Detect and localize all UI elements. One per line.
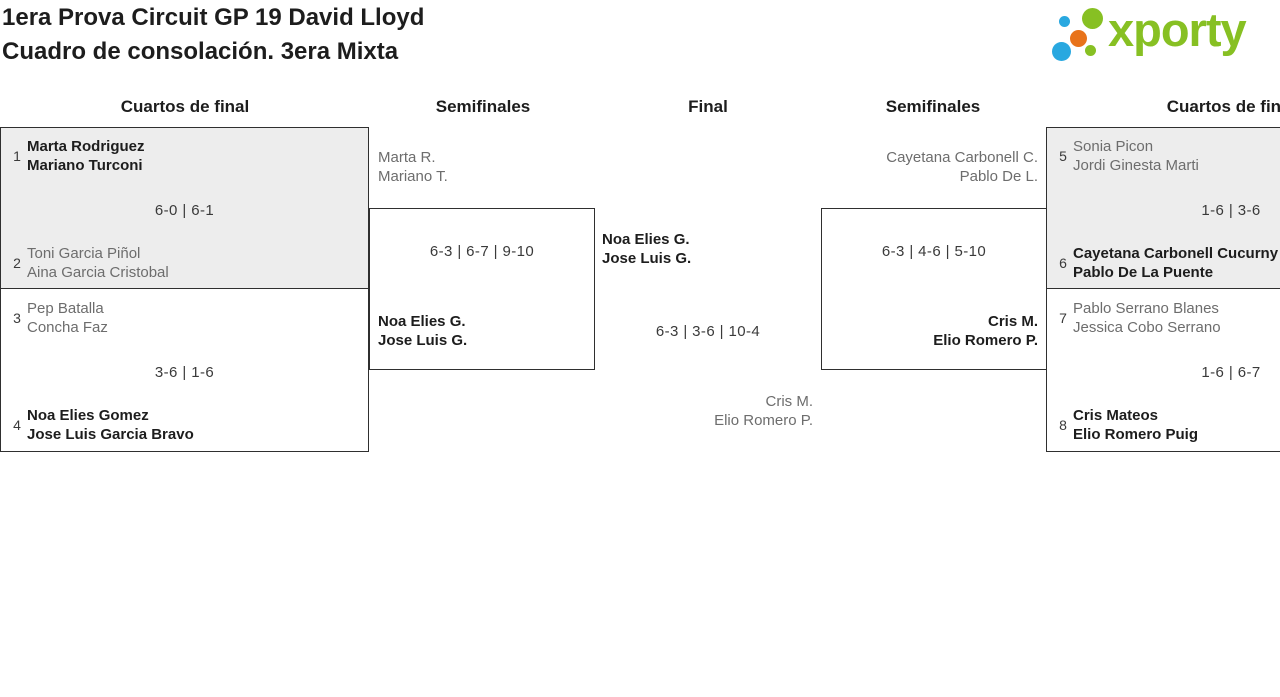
- column-header-final: Final: [688, 97, 728, 116]
- player-name: Mariano Turconi: [27, 157, 143, 174]
- seed-number: 6: [1059, 255, 1067, 271]
- team-names: Noa Elies Gomez Jose Luis Garcia Bravo: [27, 406, 194, 444]
- seed-number: 5: [1059, 148, 1067, 164]
- match-box-sf1: 6-3 | 6-7 | 9-10 Noa Elies G. Jose Luis …: [369, 208, 595, 370]
- column-header-quarters-right: Cuartos de final: [1166, 97, 1280, 116]
- player-name: Jose Luis G.: [602, 250, 692, 267]
- logo-dot-icon: [1052, 42, 1071, 61]
- player-name: Cayetana Carbonell Cucurny: [1073, 245, 1279, 262]
- team-names: Cris M. Elio Romero P.: [714, 392, 813, 430]
- tournament-name: 1era Prova Circuit GP 19 David Lloyd: [2, 4, 425, 31]
- player-name: Cris M.: [987, 313, 1038, 330]
- page-title: 1era Prova Circuit GP 19 David Lloyd Cua…: [2, 1, 424, 69]
- xporty-logo[interactable]: xporty: [1046, 0, 1280, 70]
- draw-name: Cuadro de consolación. 3era Mixta: [2, 38, 399, 65]
- match-score: 6-3 | 6-7 | 9-10: [429, 243, 535, 260]
- match-box-qf3: 5 Sonia Picon Jordi Ginesta Marti 1-6 | …: [1046, 127, 1280, 289]
- player-name: Pep Batalla: [27, 300, 104, 317]
- logo-dot-icon: [1082, 8, 1103, 29]
- player-name: Jessica Cobo Serrano: [1073, 319, 1221, 336]
- logo-dot-icon: [1085, 45, 1096, 56]
- player-name: Cris Mateos: [1073, 407, 1159, 424]
- final-top-team: Noa Elies G. Jose Luis G.: [602, 230, 691, 268]
- team-names: Toni Garcia Piñol Aina Garcia Cristobal: [27, 244, 169, 282]
- player-name: Pablo De L.: [959, 168, 1038, 185]
- seed-number: 2: [13, 255, 21, 271]
- match-box-sf2: 6-3 | 4-6 | 5-10 Cris M. Elio Romero P.: [821, 208, 1047, 370]
- player-name: Jose Luis G.: [378, 332, 468, 349]
- team-names: Marta R. Mariano T.: [378, 148, 448, 186]
- logo-dot-icon: [1059, 16, 1070, 27]
- player-name: Sonia Picon: [1073, 138, 1154, 155]
- player-name: Aina Garcia Cristobal: [27, 264, 169, 281]
- match-score: 1-6 | 6-7: [1201, 364, 1261, 381]
- player-name: Noa Elies G.: [378, 313, 466, 330]
- team-names: Noa Elies G. Jose Luis G.: [378, 312, 467, 350]
- seed-number: 3: [13, 310, 21, 326]
- final-score: 6-3 | 3-6 | 10-4: [655, 323, 761, 340]
- player-name: Jordi Ginesta Marti: [1073, 157, 1199, 174]
- player-name: Toni Garcia Piñol: [27, 245, 141, 262]
- player-name: Elio Romero P.: [714, 412, 813, 429]
- team-names: Noa Elies G. Jose Luis G.: [602, 230, 691, 268]
- column-header-quarters-left: Cuartos de final: [120, 97, 250, 116]
- team-names: Cris M. Elio Romero P.: [933, 312, 1038, 350]
- player-name: Pablo De La Puente: [1073, 264, 1214, 281]
- player-name: Elio Romero Puig: [1073, 426, 1199, 443]
- player-name: Mariano T.: [378, 168, 448, 185]
- match-score: 1-6 | 3-6: [1201, 202, 1261, 219]
- match-box-qf1: 1 Marta Rodriguez Mariano Turconi 6-0 | …: [0, 127, 369, 289]
- sf2-top-team: Cayetana Carbonell C. Pablo De L.: [886, 148, 1038, 186]
- seed-number: 1: [13, 148, 21, 164]
- match-box-qf2: 3 Pep Batalla Concha Faz 3-6 | 1-6 4 Noa…: [0, 288, 369, 452]
- team-names: Pablo Serrano Blanes Jessica Cobo Serran…: [1073, 299, 1221, 337]
- seed-number: 8: [1059, 417, 1067, 433]
- team-names: Sonia Picon Jordi Ginesta Marti: [1073, 137, 1199, 175]
- column-header-semis-left: Semifinales: [435, 97, 531, 116]
- match-score: 3-6 | 1-6: [154, 364, 215, 381]
- player-name: Marta Rodriguez: [27, 138, 145, 155]
- seed-number: 7: [1059, 310, 1067, 326]
- team-names: Cris Mateos Elio Romero Puig: [1073, 406, 1198, 444]
- match-score: 6-3 | 4-6 | 5-10: [881, 243, 987, 260]
- match-box-qf4: 7 Pablo Serrano Blanes Jessica Cobo Serr…: [1046, 288, 1280, 452]
- team-names: Pep Batalla Concha Faz: [27, 299, 108, 337]
- player-name: Cris M.: [765, 393, 814, 410]
- player-name: Concha Faz: [27, 319, 108, 336]
- team-names: Cayetana Carbonell C. Pablo De L.: [886, 148, 1038, 186]
- player-name: Noa Elies Gomez: [27, 407, 149, 424]
- sf1-top-team: Marta R. Mariano T.: [378, 148, 448, 186]
- logo-wordmark: xporty: [1108, 3, 1247, 56]
- player-name: Elio Romero P.: [933, 332, 1038, 349]
- player-name: Marta R.: [378, 149, 436, 166]
- logo-dot-icon: [1070, 30, 1087, 47]
- team-names: Marta Rodriguez Mariano Turconi: [27, 137, 145, 175]
- match-score: 6-0 | 6-1: [154, 202, 215, 219]
- player-name: Jose Luis Garcia Bravo: [27, 426, 194, 443]
- column-header-semis-right: Semifinales: [885, 97, 981, 116]
- final-bottom-team: Cris M. Elio Romero P.: [714, 392, 813, 430]
- team-names: Cayetana Carbonell Cucurny Pablo De La P…: [1073, 244, 1278, 282]
- player-name: Noa Elies G.: [602, 231, 690, 248]
- seed-number: 4: [13, 417, 21, 433]
- player-name: Pablo Serrano Blanes: [1073, 300, 1219, 317]
- player-name: Cayetana Carbonell C.: [886, 149, 1038, 166]
